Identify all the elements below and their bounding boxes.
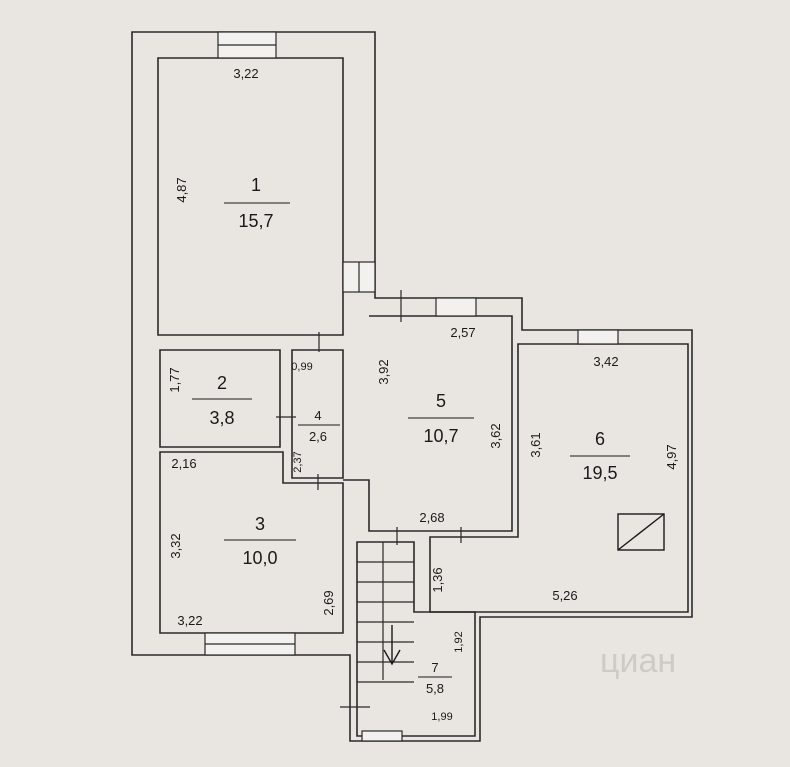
dim-r5-left: 3,92	[376, 359, 391, 384]
room-2-label: 2 3,8	[192, 373, 252, 428]
dim-r6-top: 3,42	[593, 354, 618, 369]
room-6-label: 6 19,5	[570, 429, 630, 483]
dim-r6-right: 4,97	[664, 444, 679, 469]
dim-r2-left: 1,77	[167, 367, 182, 392]
dim-r4-top: 0,99	[291, 361, 312, 373]
room-1-label: 1 15,7	[224, 175, 290, 231]
room-number: 4	[314, 408, 321, 423]
room-area: 10,0	[242, 548, 277, 568]
dim-r4-left: 2,37	[292, 451, 304, 472]
room-2-outline	[159, 349, 281, 448]
room-area: 3,8	[209, 408, 234, 428]
room-number: 3	[255, 514, 265, 534]
room-area: 10,7	[423, 426, 458, 446]
room-area: 19,5	[582, 463, 617, 483]
dim-r7-right: 1,92	[453, 631, 465, 652]
window-room-7-bottom	[361, 730, 403, 742]
room-7-label: 7 5,8	[418, 660, 452, 696]
watermark-logo: циан	[600, 642, 676, 680]
dim-r5-right: 3,62	[488, 423, 503, 448]
dim-r1-left: 4,87	[174, 177, 189, 202]
room-number: 6	[595, 429, 605, 449]
dim-r6-notch: 1,36	[430, 567, 445, 592]
room-area: 5,8	[426, 681, 444, 696]
room-area: 2,6	[309, 429, 327, 444]
dim-r3-bottom: 3,22	[177, 613, 202, 628]
dim-r6-bottom: 5,26	[552, 588, 577, 603]
dim-r1-top: 3,22	[233, 66, 258, 81]
room-number: 1	[251, 175, 261, 195]
room-number: 7	[431, 660, 438, 675]
room-6-outline	[429, 343, 689, 613]
room-5-outline	[343, 315, 513, 532]
dim-r6-left: 3,61	[528, 432, 543, 457]
window-room-5-top	[435, 297, 477, 317]
room-3-outline	[159, 451, 344, 634]
room-7-outline	[356, 541, 476, 737]
room-area: 15,7	[238, 211, 273, 231]
room-number: 5	[436, 391, 446, 411]
dim-r3-left: 3,32	[168, 533, 183, 558]
room-4-label: 4 2,6	[298, 408, 340, 444]
hatch-icon	[617, 513, 665, 551]
room-5-label: 5 10,7	[408, 391, 474, 446]
room-number: 2	[217, 373, 227, 393]
outer-wall	[131, 31, 693, 742]
dim-r5-bottom: 2,68	[419, 510, 444, 525]
window-room-6-top	[577, 329, 619, 345]
dim-r7-bottom: 1,99	[431, 711, 452, 723]
dim-r3-right: 2,69	[321, 590, 336, 615]
room-4-outline	[291, 349, 344, 479]
room-1-outline	[157, 57, 344, 336]
arrow-down-icon	[383, 625, 401, 666]
dim-r5-top: 2,57	[450, 325, 475, 340]
staircase	[357, 542, 414, 683]
room-3-label: 3 10,0	[224, 514, 296, 568]
dim-r3-top: 2,16	[171, 456, 196, 471]
